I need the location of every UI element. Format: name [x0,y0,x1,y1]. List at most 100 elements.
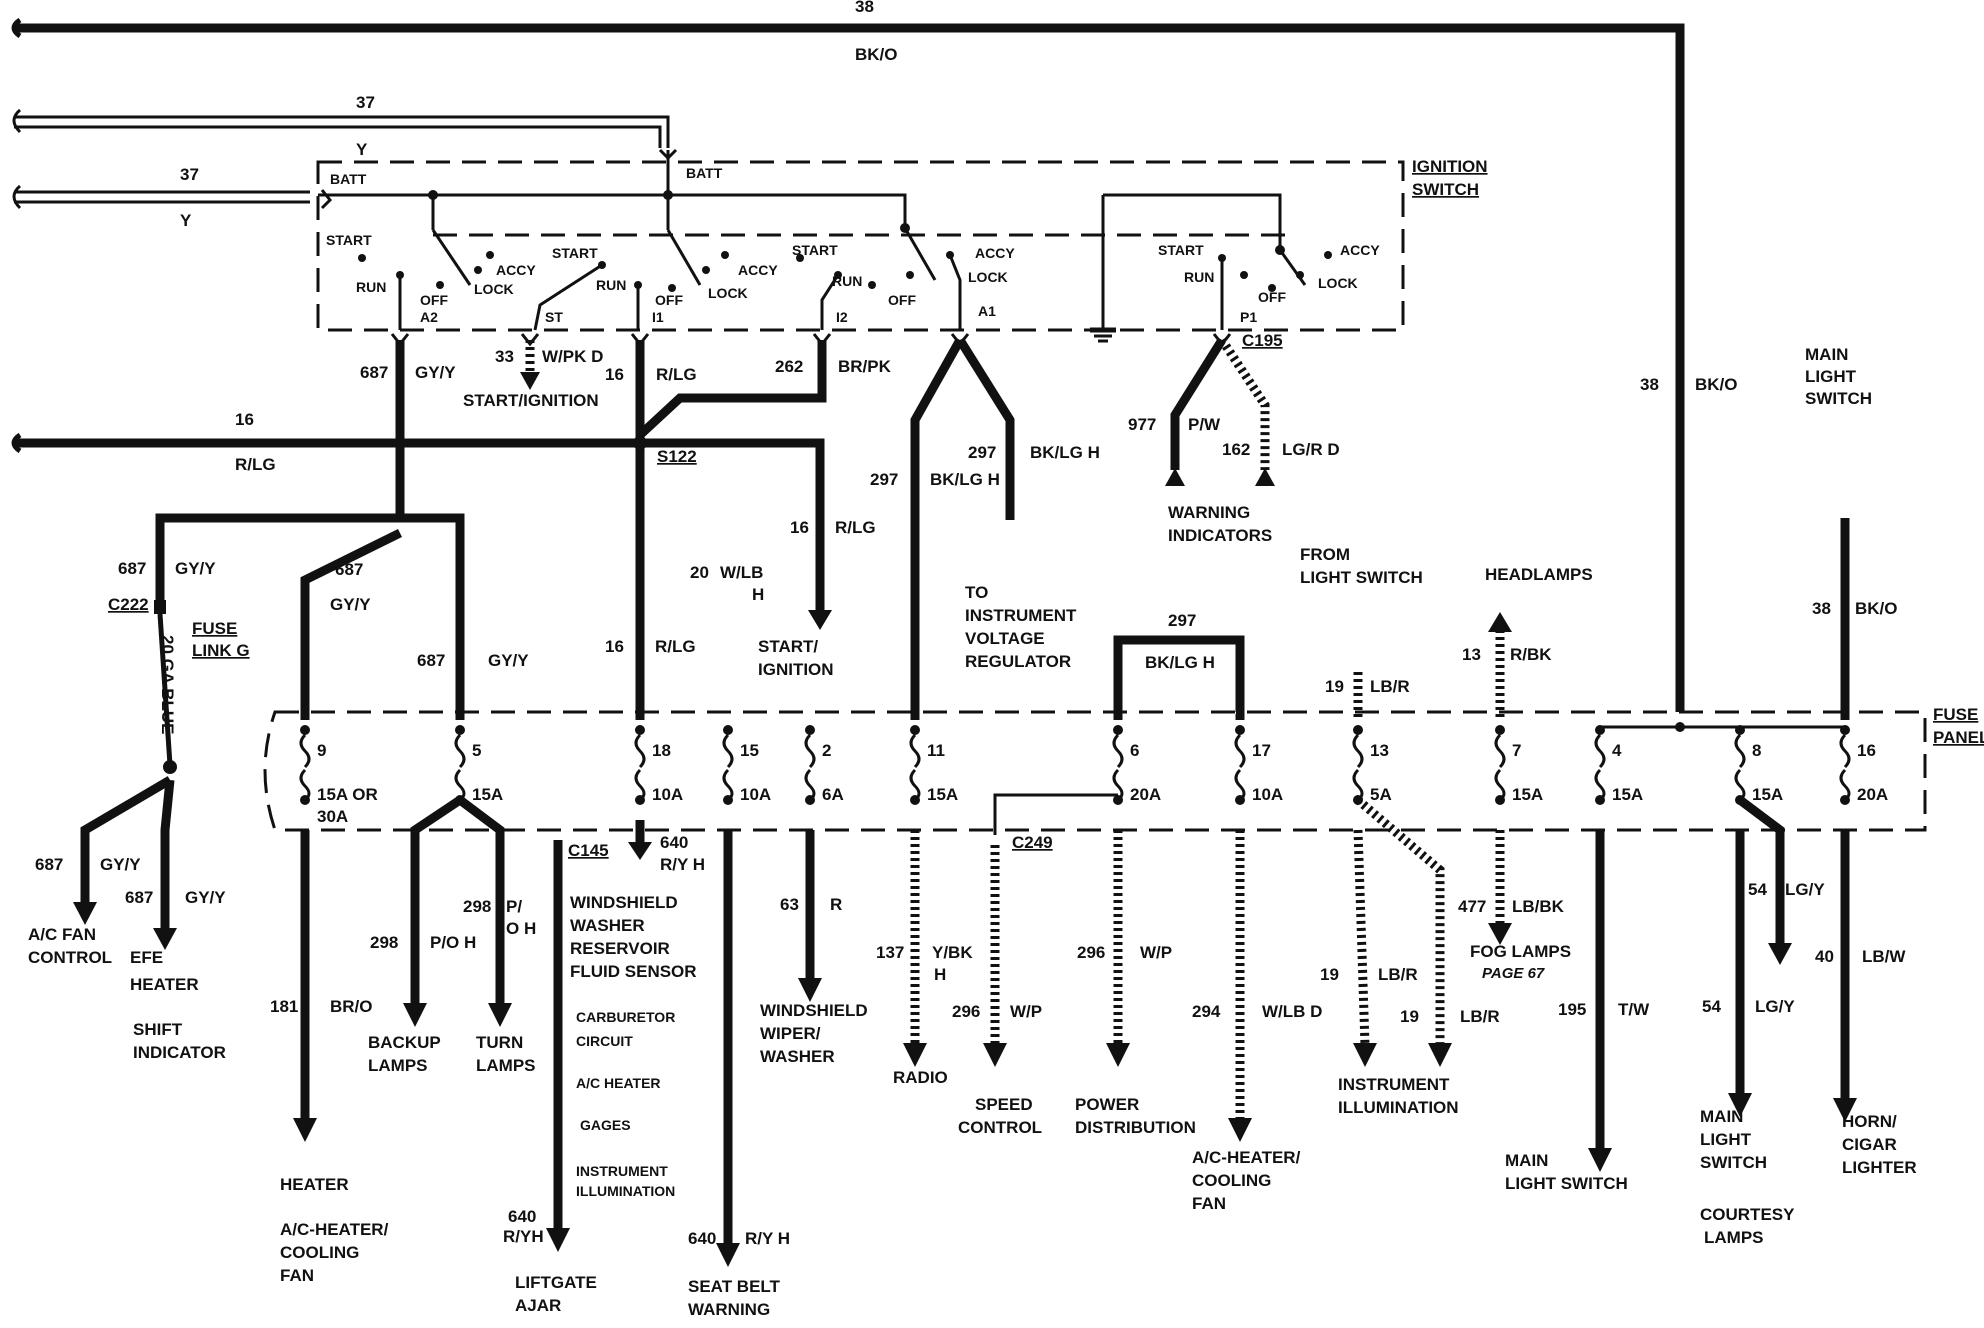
label-headlamps: HEADLAMPS [1485,565,1593,584]
label-w296-a-color: W/P [1010,1002,1042,1021]
label-w38-right: 38 [1640,375,1659,394]
label-fuse-panel-1: FUSE [1933,705,1978,724]
label-w687-b: 687 [118,559,146,578]
fuse-terminal-dot [723,795,733,805]
fuse-element [454,733,466,802]
label-w687-c: 687 [335,560,363,579]
i2-label: I2 [836,309,848,325]
arrow-977 [1165,468,1185,486]
fuse-panel [263,710,1927,835]
wire-298-a [410,796,463,1005]
fuse-rating: 15A [1512,785,1543,804]
st-label: ST [545,309,563,325]
label-backup-1: BACKUP [368,1033,441,1052]
break-mark-16 [11,432,22,454]
fuse-number: 15 [740,741,759,760]
label-shift-1: SHIFT [133,1020,183,1039]
label-w20-h: H [752,585,764,604]
label-ac-cool-1: A/C-HEATER/ [1192,1148,1301,1167]
label-w640-b-color: R/YH [503,1227,544,1246]
label-carb-2: CIRCUIT [576,1033,633,1049]
label-w477: 477 [1458,897,1486,916]
fuse-element [1352,733,1364,802]
label-w687-e-color: GY/Y [100,855,141,874]
break-mark-37b [12,184,22,210]
label-courtesy-2: LAMPS [1704,1228,1764,1247]
label-shift-2: INDICATOR [133,1043,226,1062]
fuse-element [634,733,646,802]
fuse-number: 13 [1370,741,1389,760]
fuse-2: 26A [804,725,844,805]
label-w977-color: P/W [1188,415,1221,434]
label-w137-h: H [934,965,946,984]
fuse-terminal-dot [910,725,920,735]
label-w640-a-color: R/Y H [660,855,705,874]
p1-label: P1 [1240,309,1257,325]
accy-label-3: ACCY [975,245,1015,261]
label-w687-f-color: GY/Y [185,888,226,907]
fuse-number: 8 [1752,741,1761,760]
label-w294-color: W/LB D [1262,1002,1322,1021]
label-w54-b-color: LG/Y [1755,997,1795,1016]
wire-162-lgr [1218,337,1270,470]
label-w297-loop-color: BK/LG H [1145,653,1215,672]
label-ac-heater-1: A/C-HEATER/ [280,1220,389,1239]
label-w687-a: 687 [360,363,388,382]
arrow-298-b [488,1003,512,1027]
arrow-efe [153,928,177,950]
label-w181-color: BR/O [330,997,373,1016]
arrow-33 [520,372,540,390]
fuse-terminal-dot [1840,725,1850,735]
fuse-link-g: 20 GA BLUE [73,600,177,950]
label-w37-b-color: Y [180,211,192,230]
fuse-terminal-dot [1113,725,1123,735]
fuse-rating: 20A [1857,785,1888,804]
label-w294: 294 [1192,1002,1221,1021]
wire-687-split [155,513,400,600]
ignition-switch-title-2: SWITCH [1412,180,1479,199]
label-w13: 13 [1462,645,1481,664]
fuse-rating: 30A [317,807,348,826]
arrow-296-power [1106,1043,1130,1067]
fuse-terminal-dot [1495,725,1505,735]
label-mls2-2: LIGHT [1700,1130,1752,1149]
arrow-54-a [1768,943,1792,965]
label-w19-a-color: LB/R [1378,965,1418,984]
arrow-181 [293,1118,317,1142]
ignition-switch: BATT BATT START RUN OFF LOCK ACCY A2 STA… [316,150,1488,343]
wire-54-a [1737,796,1785,945]
start-label-3: START [792,242,838,258]
fuse-rating: 6A [822,785,844,804]
start-label-1: START [326,232,372,248]
node-dot [1675,722,1685,732]
arrow-40 [1833,1098,1857,1122]
label-fuse-panel-2: PANEL [1933,728,1984,747]
fuse-element [1594,733,1606,802]
fuse-terminal-dot [635,795,645,805]
break-mark-38 [11,17,22,39]
label-start-ign-2-l1: START/ [758,637,818,656]
batt-bus-1 [318,193,907,228]
arrow-294 [1228,1118,1252,1142]
lock-label-2: LOCK [708,285,748,301]
label-instr-illum-2: ILLUMINATION [1338,1098,1459,1117]
label-w38-top-color: BK/O [855,45,898,64]
label-w137: 137 [876,943,904,962]
label-gages: GAGES [580,1117,631,1133]
label-s122: S122 [657,447,697,466]
label-mls-bottom-2: LIGHT SWITCH [1505,1174,1628,1193]
label-w297-a-color: BK/LG H [1030,443,1100,462]
node-dot [1275,245,1285,255]
label-w298-a-color: P/O H [430,933,476,952]
arrow-63 [798,978,822,1002]
label-w477-color: LB/BK [1512,897,1565,916]
label-ac-fan-2: CONTROL [28,948,112,967]
fuse-terminal-dot [1735,725,1745,735]
label-ac-cool-3: FAN [1192,1194,1226,1213]
